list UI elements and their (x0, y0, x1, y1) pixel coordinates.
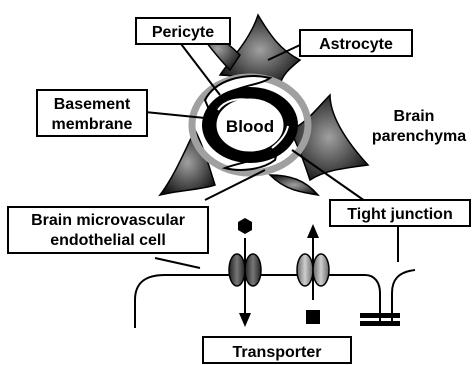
basement-membrane-label-box: Basement membrane (37, 90, 147, 136)
transporter-2 (297, 224, 329, 324)
transporter-label-box: Transporter (203, 337, 351, 363)
tight-junction-label-box: Tight junction (330, 200, 470, 226)
blood-label: Blood (226, 117, 274, 136)
pericyte-label-box: Pericyte (136, 18, 230, 44)
tight-junction-label: Tight junction (347, 206, 452, 223)
brain-parenchyma-label: Brain parenchyma (372, 108, 466, 145)
arrow-up-icon (307, 224, 319, 238)
arrow-down-icon (239, 313, 251, 327)
brain-parenchyma-label-line1: Brain (394, 108, 435, 125)
transporter-label: Transporter (233, 344, 322, 361)
brain-parenchyma-label-line2: parenchyma (372, 128, 466, 145)
endothelial-label-line2: endothelial cell (50, 232, 166, 249)
basement-membrane-label-line2: membrane (52, 116, 133, 133)
endothelial-label-box: Brain microvascular endothelial cell (8, 207, 208, 253)
basement-membrane-label-line1: Basement (54, 96, 131, 113)
endothelial-label-line1: Brain microvascular (31, 212, 185, 229)
astrocyte-label-box: Astrocyte (300, 30, 412, 56)
astrocyte-label: Astrocyte (319, 36, 393, 53)
square-substrate-icon (306, 310, 320, 324)
transporter-1 (229, 218, 261, 327)
pericyte-label: Pericyte (152, 24, 214, 41)
hexagon-substrate-icon (238, 218, 252, 234)
